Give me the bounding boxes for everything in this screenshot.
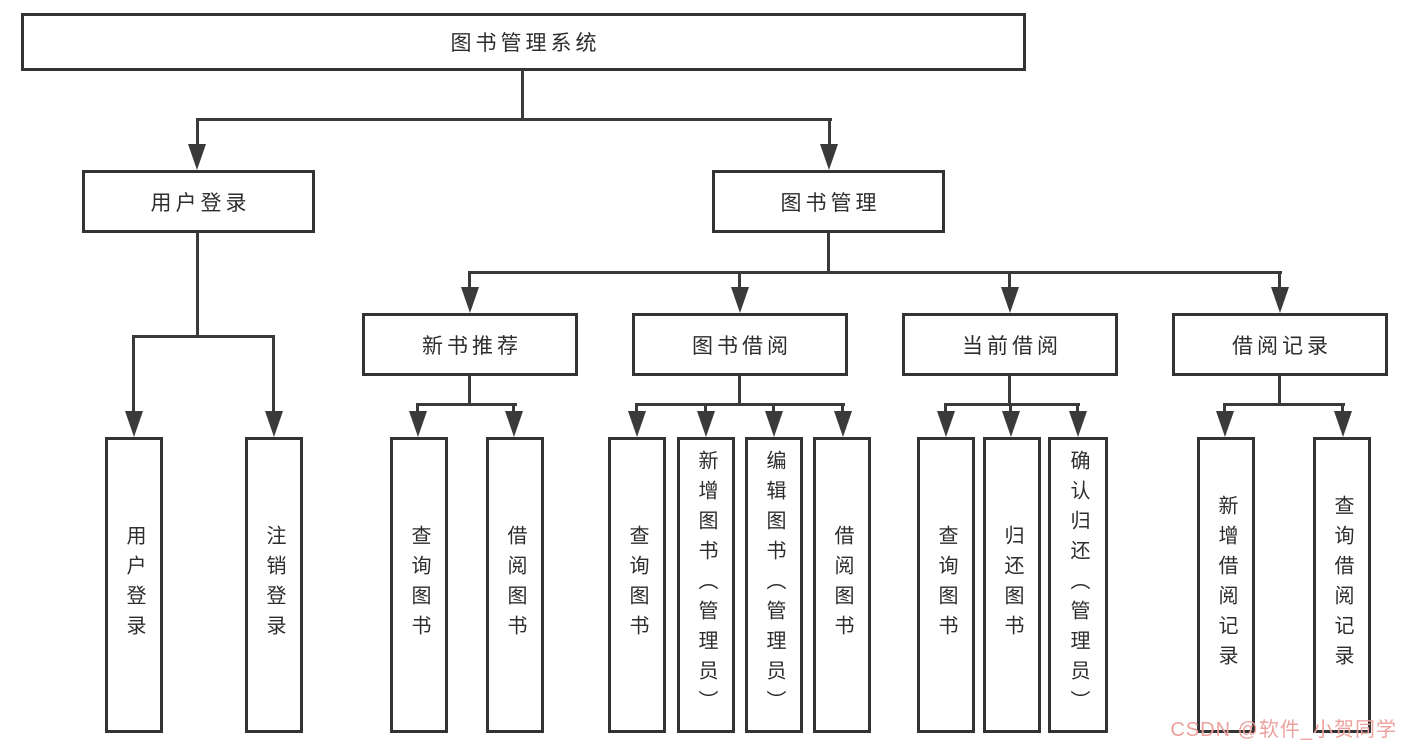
connector-line bbox=[196, 232, 199, 337]
connector-line bbox=[635, 403, 845, 406]
arrow-down-icon bbox=[1002, 411, 1020, 437]
leaf-query-books: 查询图书 bbox=[917, 437, 975, 733]
connector-line bbox=[1341, 403, 1344, 415]
leaf-query-books: 查询图书 bbox=[608, 437, 666, 733]
leaf-query-books: 查询图书 bbox=[390, 437, 448, 733]
leaf-confirm-return-admin: 确认归还（管理员） bbox=[1048, 437, 1108, 733]
connector-line bbox=[196, 118, 832, 121]
connector-line bbox=[468, 271, 1282, 274]
connector-line bbox=[1008, 271, 1011, 291]
leaf-label: 归还图书 bbox=[1001, 525, 1023, 645]
arrow-down-icon bbox=[1069, 411, 1087, 437]
leaf-add-book-admin: 新增图书（管理员） bbox=[677, 437, 735, 733]
node-user-login: 用户登录 bbox=[82, 170, 315, 233]
csdn-watermark: CSDN @软件_小贺同学 bbox=[1170, 719, 1397, 741]
leaf-label: 新增借阅记录 bbox=[1215, 495, 1237, 675]
arrow-down-icon bbox=[834, 411, 852, 437]
leaf-label: 新增图书（管理员） bbox=[695, 450, 717, 720]
leaf-label: 借阅图书 bbox=[504, 525, 526, 645]
node-label: 新书推荐 bbox=[422, 334, 522, 358]
connector-line bbox=[772, 403, 775, 415]
leaf-add-borrow-record: 新增借阅记录 bbox=[1197, 437, 1255, 733]
leaf-label: 注销登录 bbox=[263, 525, 285, 645]
leaf-label: 用户登录 bbox=[123, 525, 145, 645]
leaf-label: 查询图书 bbox=[626, 525, 648, 645]
leaf-label: 查询借阅记录 bbox=[1331, 495, 1353, 675]
arrow-down-icon bbox=[265, 411, 283, 437]
arrow-down-icon bbox=[409, 411, 427, 437]
arrow-down-icon bbox=[765, 411, 783, 437]
connector-line bbox=[841, 403, 844, 415]
arrow-down-icon bbox=[1001, 287, 1019, 313]
connector-line bbox=[468, 375, 471, 406]
arrow-down-icon bbox=[697, 411, 715, 437]
node-current-borrow: 当前借阅 bbox=[902, 313, 1118, 376]
node-label: 图书管理 bbox=[780, 191, 881, 215]
arrow-down-icon bbox=[1271, 287, 1289, 313]
arrow-down-icon bbox=[125, 411, 143, 437]
node-new-book-recommend: 新书推荐 bbox=[362, 313, 578, 376]
leaf-label: 借阅图书 bbox=[831, 525, 853, 645]
arrow-down-icon bbox=[1216, 411, 1234, 437]
leaf-logout: 注销登录 bbox=[245, 437, 303, 733]
connector-line bbox=[521, 70, 524, 120]
connector-line bbox=[1008, 375, 1011, 406]
connector-line bbox=[132, 335, 275, 338]
connector-line bbox=[468, 271, 471, 291]
connector-line bbox=[272, 335, 275, 413]
connector-line bbox=[827, 232, 830, 274]
connector-line bbox=[738, 375, 741, 406]
leaf-borrow-books: 借阅图书 bbox=[813, 437, 871, 733]
arrow-down-icon bbox=[937, 411, 955, 437]
connector-line bbox=[738, 271, 741, 291]
connector-line bbox=[416, 403, 517, 406]
leaf-label: 编辑图书（管理员） bbox=[763, 450, 785, 720]
node-library-management-system: 图书管理系统 bbox=[21, 13, 1026, 71]
leaf-edit-book-admin: 编辑图书（管理员） bbox=[745, 437, 803, 733]
connector-line bbox=[828, 118, 831, 146]
arrow-down-icon bbox=[461, 287, 479, 313]
leaf-return-book: 归还图书 bbox=[983, 437, 1041, 733]
arrow-down-icon bbox=[188, 144, 206, 170]
connector-line bbox=[1223, 403, 1345, 406]
connector-line bbox=[1076, 403, 1079, 415]
node-borrow-records: 借阅记录 bbox=[1172, 313, 1388, 376]
connector-line bbox=[704, 403, 707, 415]
leaf-borrow-books: 借阅图书 bbox=[486, 437, 544, 733]
node-label: 当前借阅 bbox=[962, 334, 1062, 358]
connector-line bbox=[132, 335, 135, 413]
node-label: 借阅记录 bbox=[1232, 334, 1332, 358]
leaf-label: 查询图书 bbox=[408, 525, 430, 645]
connector-line bbox=[1009, 403, 1012, 415]
arrow-down-icon bbox=[505, 411, 523, 437]
arrow-down-icon bbox=[820, 144, 838, 170]
connector-line bbox=[1278, 271, 1281, 291]
node-label: 图书管理系统 bbox=[450, 32, 601, 55]
connector-line bbox=[944, 403, 947, 415]
leaf-query-borrow-record: 查询借阅记录 bbox=[1313, 437, 1371, 733]
arrow-down-icon bbox=[731, 287, 749, 313]
connector-line bbox=[635, 403, 638, 415]
node-label: 用户登录 bbox=[150, 191, 251, 215]
leaf-label: 查询图书 bbox=[935, 525, 957, 645]
connector-line bbox=[196, 118, 199, 146]
arrow-down-icon bbox=[628, 411, 646, 437]
node-label: 图书借阅 bbox=[692, 334, 792, 358]
leaf-user-login: 用户登录 bbox=[105, 437, 163, 733]
node-book-management: 图书管理 bbox=[712, 170, 945, 233]
connector-line bbox=[416, 403, 419, 415]
node-book-borrow: 图书借阅 bbox=[632, 313, 848, 376]
connector-line bbox=[512, 403, 515, 415]
leaf-label: 确认归还（管理员） bbox=[1067, 450, 1089, 720]
connector-line bbox=[1223, 403, 1226, 415]
arrow-down-icon bbox=[1334, 411, 1352, 437]
connector-line bbox=[944, 403, 1080, 406]
connector-line bbox=[1278, 375, 1281, 406]
